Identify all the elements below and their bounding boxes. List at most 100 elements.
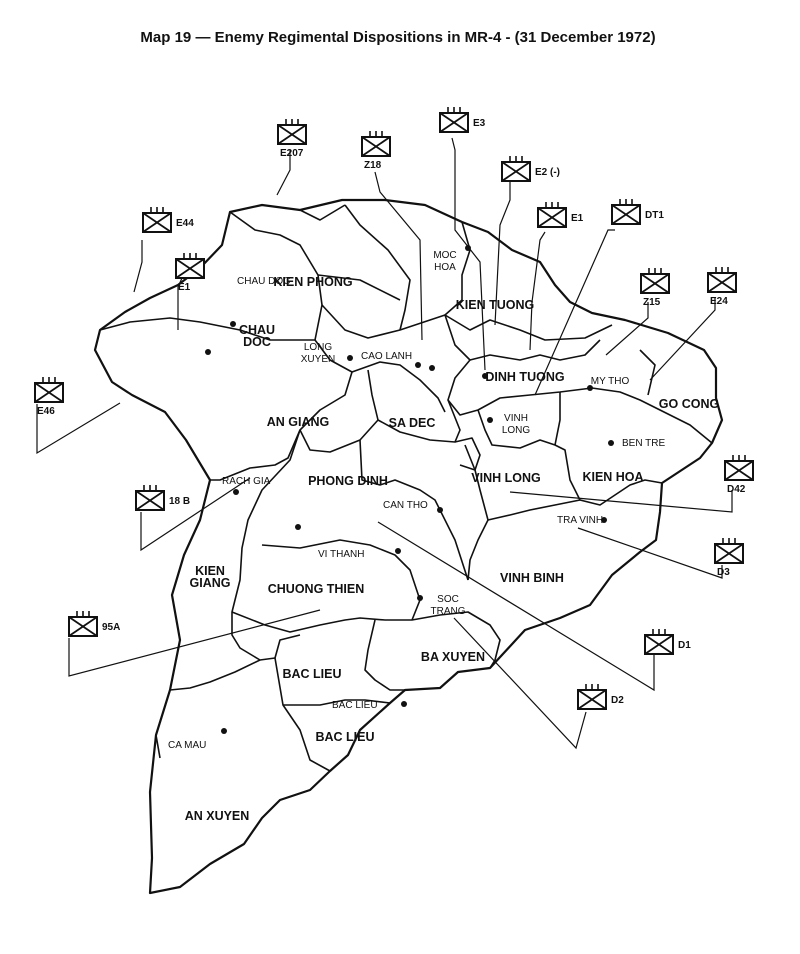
province-kien-tuong: KIEN TUONG	[456, 298, 534, 312]
town-my-tho: MY THO	[591, 376, 630, 387]
unit-label-d2: D2	[611, 695, 624, 706]
province-dinh-tuong: DINH TUONG	[485, 370, 564, 384]
unit-label-e46: E46	[37, 406, 55, 417]
town-tra-vinh: TRA VINH	[557, 515, 603, 526]
town-bac-lieu: BAC LIEU	[332, 700, 378, 711]
town-dot-bac-lieu	[401, 701, 407, 707]
unit-label-e207: E207	[280, 148, 304, 159]
regiment-cross-icon	[724, 460, 754, 481]
regiment-cross-icon	[714, 543, 744, 564]
province-borders	[99, 204, 713, 772]
unit-symbol-e1a: E1	[537, 202, 584, 228]
regiment-cross-icon	[577, 689, 607, 710]
town-vi-thanh: VI THANH	[318, 549, 365, 560]
province-vinh-long: VINH LONG	[471, 471, 540, 485]
province-go-cong: GO CONG	[659, 397, 719, 411]
province-bac-lieu-south: BAC LIEU	[315, 730, 374, 744]
province-kien-phong: KIEN PHONG	[273, 275, 352, 289]
province-an-giang: AN GIANG	[267, 415, 330, 429]
regiment-cross-icon	[34, 382, 64, 403]
unit-label-z18: Z18	[364, 160, 382, 171]
town-rach-gia: RACH GIA	[222, 476, 271, 487]
town-dot-my-tho	[587, 385, 593, 391]
province-ba-xuyen: BA XUYEN	[421, 650, 485, 664]
town-dot-can-tho	[437, 507, 443, 513]
unit-leader-lines	[36, 137, 733, 750]
province-an-xuyen: AN XUYEN	[185, 809, 250, 823]
town-dot-rach-gia	[233, 489, 239, 495]
regiment-cross-icon	[611, 204, 641, 225]
unit-label-e3: E3	[473, 118, 486, 129]
province-kien-hoa: KIEN HOA	[582, 470, 643, 484]
regiment-cross-icon	[640, 273, 670, 294]
town-ben-tre: BEN TRE	[622, 438, 665, 449]
regiment-cross-icon	[175, 258, 205, 279]
unit-label-d1: D1	[678, 640, 691, 651]
town-cao-lanh: CAO LANH	[361, 351, 412, 362]
town-chau-doc: CHAU DOC	[237, 276, 290, 287]
unit-symbol-e207: E207	[277, 119, 307, 159]
unit-label-18b: 18 B	[169, 496, 190, 507]
unit-label-e1a: E1	[571, 213, 584, 224]
town-dot-cao-lanh-2	[429, 365, 435, 371]
regiment-cross-icon	[277, 124, 307, 145]
regiment-cross-icon	[644, 634, 674, 655]
province-chuong-thien: CHUONG THIEN	[268, 582, 365, 596]
town-can-tho: CAN THO	[383, 500, 428, 511]
unit-symbol-e2: E2 (-)	[501, 156, 560, 182]
regiment-cross-icon	[361, 136, 391, 157]
unit-label-e2: E2 (-)	[535, 167, 560, 178]
town-dot-vinh-long	[487, 417, 493, 423]
map-title: Map 19 — Enemy Regimental Dispositions i…	[140, 29, 655, 46]
unit-symbol-e24: E24	[707, 267, 737, 307]
regiment-cross-icon	[537, 207, 567, 228]
province-vinh-binh: VINH BINH	[500, 571, 564, 585]
town-dot-ca-mau	[221, 728, 227, 734]
town-ca-mau: CA MAU	[168, 740, 206, 751]
unit-label-dt1: DT1	[645, 210, 664, 221]
town-dot-chau-doc-west	[230, 321, 236, 327]
unit-symbol-d2: D2	[577, 684, 624, 710]
regiment-cross-icon	[135, 490, 165, 511]
town-dot-tra-vinh	[601, 517, 607, 523]
province-sa-dec: SA DEC	[389, 416, 436, 430]
regiment-cross-icon	[707, 272, 737, 293]
regiment-cross-icon	[142, 212, 172, 233]
unit-label-z15: Z15	[643, 297, 661, 308]
unit-symbol-e46: E46	[34, 377, 64, 417]
unit-label-e44: E44	[176, 218, 194, 229]
province-bac-lieu-north: BAC LIEU	[282, 667, 341, 681]
unit-symbol-e3: E3	[439, 107, 486, 133]
unit-symbol-e44: E44	[142, 207, 194, 233]
unit-symbol-z15: Z15	[640, 268, 670, 308]
regiment-cross-icon	[501, 161, 531, 182]
unit-label-e1b: E1	[178, 282, 191, 293]
town-dot-cao-lanh	[415, 362, 421, 368]
mr4-coastline	[93, 198, 724, 895]
town-dot-vi-thanh-north	[295, 524, 301, 530]
town-dot-chau-doc-east	[205, 349, 211, 355]
unit-symbol-dt1: DT1	[611, 199, 664, 225]
unit-symbol-95a: 95A	[68, 611, 120, 637]
unit-symbol-18b: 18 B	[135, 485, 190, 511]
town-dot-soc-trang	[417, 595, 423, 601]
regiment-cross-icon	[439, 112, 469, 133]
unit-symbol-d1: D1	[644, 629, 691, 655]
unit-symbol-z18: Z18	[361, 131, 391, 171]
unit-label-95a: 95A	[102, 622, 120, 633]
unit-label-e24: E24	[710, 296, 728, 307]
town-dot-dinh-tuong	[482, 373, 488, 379]
province-phong-dinh: PHONG DINH	[308, 474, 388, 488]
unit-symbol-d42: D42	[724, 455, 754, 495]
